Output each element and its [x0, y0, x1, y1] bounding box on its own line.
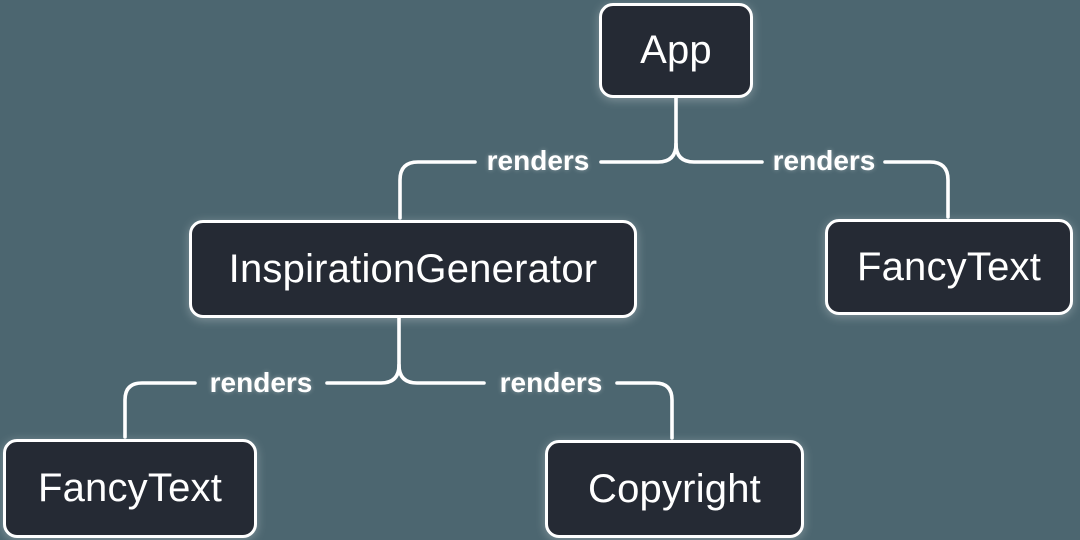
edge-line: [674, 142, 950, 219]
node-app-label: App: [640, 28, 712, 72]
node-fancytext-right: FancyText: [825, 219, 1073, 315]
node-app: App: [599, 3, 753, 98]
edge-inspirationgenerator-to-copyright: [397, 363, 674, 440]
edge-line: [397, 363, 674, 440]
edge-label-renders-inspirationgenerator-copyright: renders: [499, 367, 603, 398]
edge-label-renders-inspirationgenerator-fancytext: renders: [209, 367, 313, 398]
node-fancytext-bottom-left-label: FancyText: [37, 466, 223, 510]
node-copyright: Copyright: [545, 440, 804, 538]
node-inspirationgenerator: InspirationGenerator: [189, 220, 637, 318]
node-inspirationgenerator-label: InspirationGenerator: [228, 246, 598, 291]
node-copyright-label: Copyright: [588, 466, 761, 511]
edge-app-to-fancytext: [674, 142, 950, 219]
edge-label-renders-app-inspirationgenerator: renders: [486, 145, 590, 176]
node-fancytext-right-label: FancyText: [856, 244, 1042, 289]
edge-label-renders-app-fancytext: renders: [772, 145, 876, 176]
node-fancytext-bottom-left: FancyText: [3, 439, 257, 538]
